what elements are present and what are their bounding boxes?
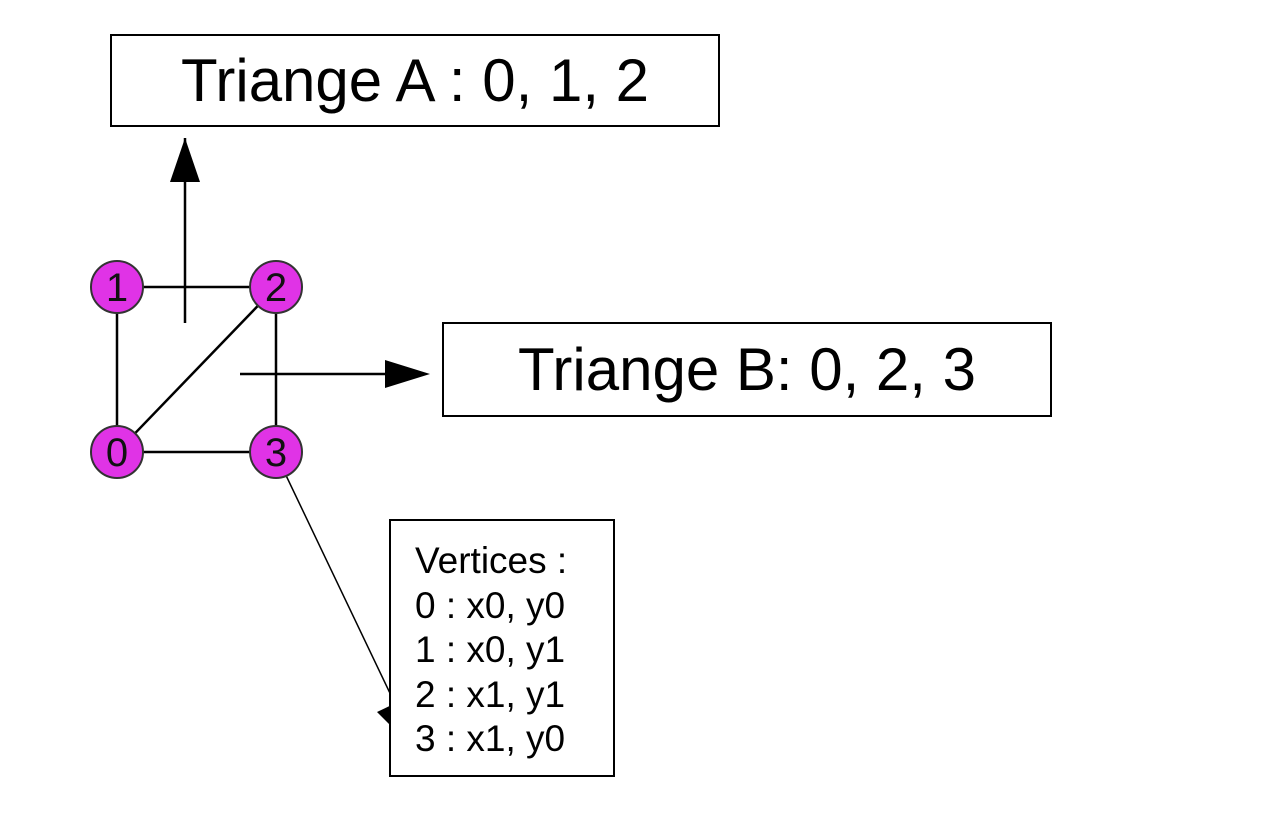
vertex-entry-2: 2 : x1, y1 bbox=[415, 673, 566, 715]
vertex-entry-3: 3 : x1, y0 bbox=[415, 718, 566, 759]
arrow-to-vertices bbox=[281, 466, 399, 711]
vertex-node-0-label: 0 bbox=[106, 431, 128, 475]
arrow-to-triangle-b-head bbox=[385, 360, 430, 388]
triangle-b-box: Triange B: 0, 2, 3 bbox=[442, 322, 1052, 417]
triangle-b-label: Triange B: 0, 2, 3 bbox=[517, 336, 977, 403]
node-group-3: 3 bbox=[249, 425, 303, 479]
vertex-node-2[interactable] bbox=[249, 260, 303, 314]
vertex-node-2-label: 2 bbox=[265, 266, 287, 310]
node-group-0: 0 bbox=[90, 425, 144, 479]
edges-group bbox=[115, 285, 278, 454]
triangle-a-label: Triange A : 0, 1, 2 bbox=[180, 47, 650, 114]
triangle-a-box: Triange A : 0, 1, 2 bbox=[110, 34, 720, 127]
arrow-to-triangle-a-head bbox=[170, 138, 200, 182]
vertices-title: Vertices : bbox=[415, 540, 568, 581]
vertex-node-1-label: 1 bbox=[106, 266, 128, 310]
vertex-node-3-label: 3 bbox=[265, 431, 287, 475]
vertex-node-1[interactable] bbox=[90, 260, 144, 314]
node-group-1: 1 bbox=[90, 260, 144, 314]
vertex-entry-1: 1 : x0, y1 bbox=[415, 629, 566, 670]
edge-0-2 bbox=[116, 286, 277, 453]
vertex-entry-0: 0 : x0, y0 bbox=[415, 584, 566, 626]
vertex-node-0[interactable] bbox=[90, 425, 144, 479]
node-group-2: 2 bbox=[249, 260, 303, 314]
vertices-box: Vertices : 0 : x0, y0 1 : x0, y1 2 : x1,… bbox=[389, 519, 615, 777]
vertex-node-3[interactable] bbox=[249, 425, 303, 479]
